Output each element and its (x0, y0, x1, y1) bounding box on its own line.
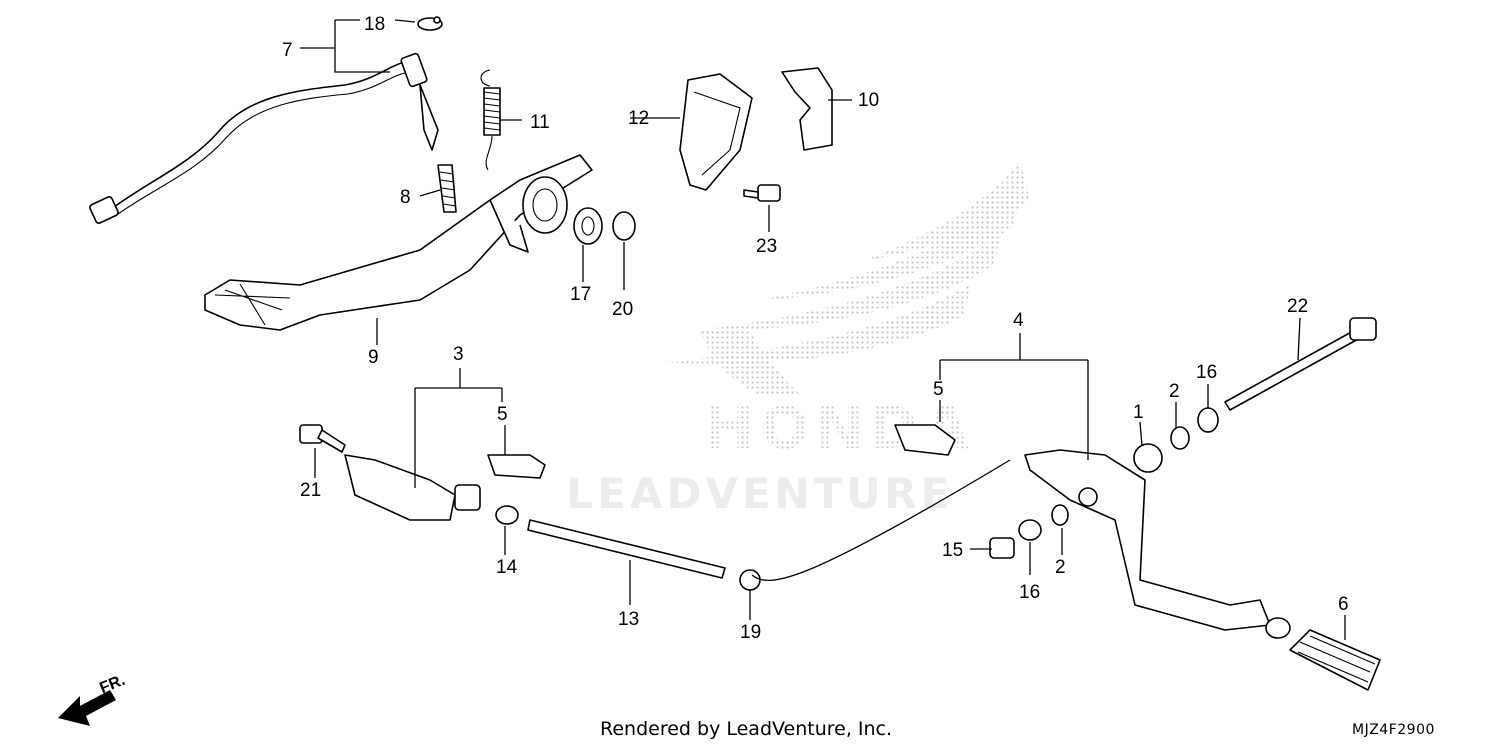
callout-18: 18 (364, 14, 385, 35)
part-18-clip (417, 16, 443, 31)
callout-4: 4 (1013, 310, 1024, 331)
callout-2-lower: 2 (1055, 557, 1066, 578)
part-22-bolt (1224, 317, 1377, 411)
part-7-stop-switch-wire (89, 52, 439, 224)
part-16-lower-washer (1018, 519, 1042, 541)
part-19-nut (739, 569, 761, 591)
part-9-brake-pedal (204, 154, 593, 331)
callout-3: 3 (453, 344, 464, 365)
part-17-washer (573, 207, 603, 245)
front-direction-indicator: FR. (58, 672, 128, 726)
part-20-snap-ring (612, 211, 636, 241)
part-14-nut (495, 505, 519, 525)
callout-14: 14 (496, 557, 518, 578)
part-2-lower-washer (1051, 504, 1069, 526)
callout-16-upper: 16 (1196, 362, 1217, 383)
callout-1: 1 (1133, 402, 1144, 423)
callout-10: 10 (858, 90, 879, 111)
part-12-cover (679, 73, 753, 191)
callout-21: 21 (300, 480, 321, 501)
leader-lines (300, 19, 1346, 640)
callout-15: 15 (942, 540, 963, 561)
callout-23: 23 (756, 236, 777, 257)
part-11-return-spring (480, 69, 501, 171)
front-direction-label: FR. (97, 672, 127, 697)
leadventure-watermark-text: LEADVENTURE (567, 469, 954, 518)
callout-5-left: 5 (497, 404, 508, 425)
callout-17: 17 (570, 284, 591, 305)
part-1-bushing (1133, 443, 1163, 473)
part-13-rod (527, 519, 726, 579)
part-6-shift-rubber (1265, 617, 1381, 691)
part-3-rod-end (344, 454, 481, 521)
callout-22: 22 (1287, 296, 1308, 317)
callout-12: 12 (628, 108, 649, 129)
callout-8: 8 (400, 187, 411, 208)
part-23-bolt (743, 184, 781, 202)
callout-6: 6 (1338, 594, 1349, 615)
callout-labels: 18 7 11 12 10 8 23 17 20 9 3 5 21 14 13 … (282, 14, 1349, 643)
part-15-bolt (989, 537, 1015, 559)
callout-16-lower: 16 (1019, 582, 1040, 603)
callout-19: 19 (740, 622, 761, 643)
part-4-shift-lever (1024, 449, 1271, 631)
front-arrow-icon (58, 690, 116, 726)
diagram-code: MJZ4F2900 (1352, 722, 1435, 738)
callout-13: 13 (618, 609, 639, 630)
callout-5-right: 5 (933, 379, 944, 400)
callout-20: 20 (612, 299, 633, 320)
part-2-upper-washer (1170, 426, 1190, 450)
part-21-bolt (299, 424, 346, 453)
part-8-switch-spring (437, 164, 457, 213)
render-credit: Rendered by LeadVenture, Inc. (600, 718, 893, 740)
part-10-bracket (781, 67, 833, 151)
callout-2-upper: 2 (1169, 381, 1180, 402)
part-16-upper-washer (1197, 407, 1219, 433)
callout-11: 11 (530, 112, 550, 133)
callout-7: 7 (282, 40, 293, 61)
honda-wing-watermark: HONDA LEADVENTURE (567, 160, 1030, 518)
part-5-joint-right (894, 424, 956, 456)
part-5-joint-left (487, 454, 546, 479)
callout-9: 9 (368, 347, 379, 368)
